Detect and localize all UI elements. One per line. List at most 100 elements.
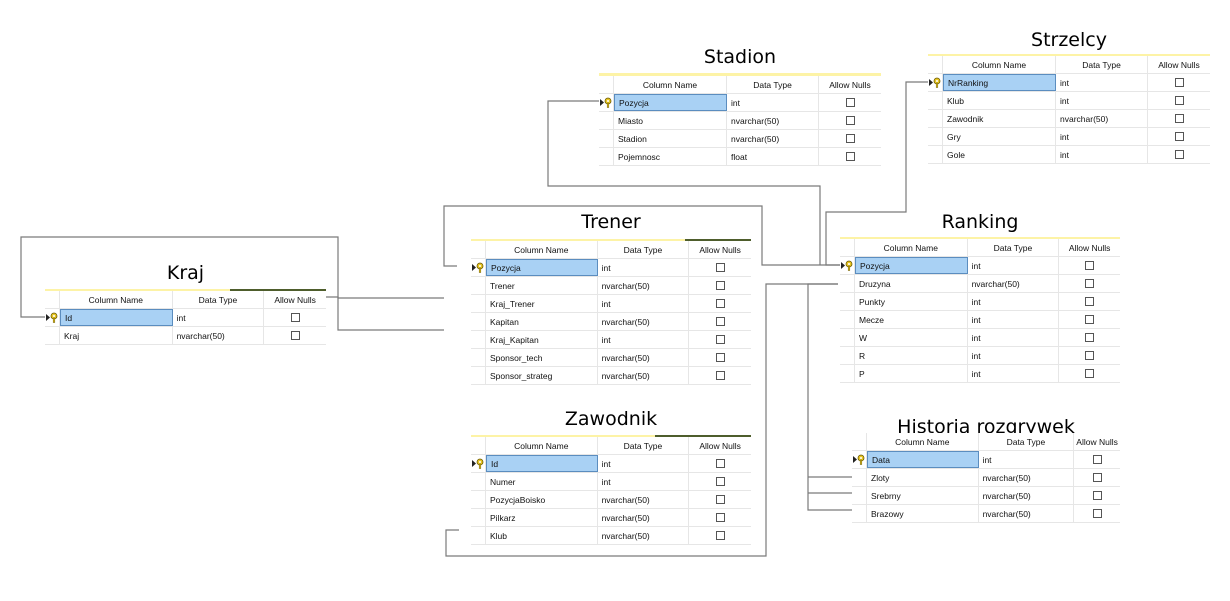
row-selector[interactable] bbox=[471, 331, 486, 348]
data-type-cell[interactable]: nvarchar(50) bbox=[598, 491, 690, 508]
allow-nulls-checkbox[interactable] bbox=[1092, 473, 1102, 482]
data-type-cell[interactable]: nvarchar(50) bbox=[598, 509, 690, 526]
column-name-cell[interactable]: Id bbox=[60, 309, 173, 326]
column-name-cell[interactable]: Gry bbox=[943, 128, 1056, 145]
data-type-cell[interactable]: int bbox=[1056, 128, 1148, 145]
data-type-cell[interactable]: nvarchar(50) bbox=[727, 112, 819, 129]
column-name-cell[interactable]: Stadion bbox=[614, 130, 727, 147]
data-type-cell[interactable]: int bbox=[1056, 146, 1148, 163]
row-selector[interactable] bbox=[928, 128, 943, 145]
column-name-cell[interactable]: Srebrny bbox=[867, 487, 979, 504]
allow-nulls-checkbox[interactable] bbox=[1085, 351, 1095, 360]
row-selector[interactable] bbox=[471, 491, 486, 508]
data-type-cell[interactable]: int bbox=[979, 451, 1075, 468]
row-selector[interactable] bbox=[928, 110, 943, 127]
column-name-cell[interactable]: Mecze bbox=[855, 311, 968, 328]
data-type-cell[interactable]: nvarchar(50) bbox=[598, 313, 690, 330]
allow-nulls-checkbox[interactable] bbox=[1085, 297, 1095, 306]
allow-nulls-checkbox[interactable] bbox=[290, 331, 300, 340]
row-selector[interactable] bbox=[840, 311, 855, 328]
row-selector[interactable] bbox=[852, 487, 867, 504]
allow-nulls-checkbox[interactable] bbox=[1085, 333, 1095, 342]
data-type-cell[interactable]: int bbox=[968, 347, 1060, 364]
allow-nulls-checkbox[interactable] bbox=[715, 335, 725, 344]
row-selector[interactable] bbox=[471, 349, 486, 366]
column-name-cell[interactable]: PozycjaBoisko bbox=[486, 491, 598, 508]
column-name-cell[interactable]: Data bbox=[867, 451, 979, 468]
data-type-cell[interactable]: nvarchar(50) bbox=[1056, 110, 1148, 127]
allow-nulls-checkbox[interactable] bbox=[715, 531, 725, 540]
allow-nulls-checkbox[interactable] bbox=[715, 495, 725, 504]
data-type-cell[interactable]: int bbox=[968, 257, 1060, 274]
row-selector[interactable] bbox=[840, 293, 855, 310]
row-selector[interactable] bbox=[45, 327, 60, 344]
data-type-cell[interactable]: int bbox=[968, 293, 1060, 310]
row-selector[interactable] bbox=[471, 455, 486, 472]
data-type-cell[interactable]: int bbox=[598, 473, 690, 490]
row-selector[interactable] bbox=[45, 309, 60, 326]
column-name-cell[interactable]: Pilkarz bbox=[486, 509, 598, 526]
allow-nulls-checkbox[interactable] bbox=[290, 313, 300, 322]
row-selector[interactable] bbox=[840, 347, 855, 364]
allow-nulls-checkbox[interactable] bbox=[845, 134, 855, 143]
allow-nulls-checkbox[interactable] bbox=[1174, 96, 1184, 105]
row-selector[interactable] bbox=[852, 469, 867, 486]
column-name-cell[interactable]: Punkty bbox=[855, 293, 968, 310]
row-selector[interactable] bbox=[599, 112, 614, 129]
row-selector[interactable] bbox=[471, 295, 486, 312]
allow-nulls-checkbox[interactable] bbox=[1174, 132, 1184, 141]
column-name-cell[interactable]: Klub bbox=[943, 92, 1056, 109]
data-type-cell[interactable]: int bbox=[968, 329, 1060, 346]
row-selector[interactable] bbox=[840, 365, 855, 382]
data-type-cell[interactable]: nvarchar(50) bbox=[979, 469, 1075, 486]
column-name-cell[interactable]: Pozycja bbox=[855, 257, 968, 274]
column-name-cell[interactable]: Kapitan bbox=[486, 313, 598, 330]
row-selector[interactable] bbox=[928, 74, 943, 91]
data-type-cell[interactable]: nvarchar(50) bbox=[979, 505, 1075, 522]
data-type-cell[interactable]: int bbox=[173, 309, 265, 326]
allow-nulls-checkbox[interactable] bbox=[715, 299, 725, 308]
allow-nulls-checkbox[interactable] bbox=[845, 98, 855, 107]
allow-nulls-checkbox[interactable] bbox=[1174, 150, 1184, 159]
data-type-cell[interactable]: float bbox=[727, 148, 819, 165]
allow-nulls-checkbox[interactable] bbox=[845, 116, 855, 125]
column-name-cell[interactable]: Zloty bbox=[867, 469, 979, 486]
data-type-cell[interactable]: nvarchar(50) bbox=[979, 487, 1075, 504]
allow-nulls-checkbox[interactable] bbox=[715, 459, 725, 468]
allow-nulls-checkbox[interactable] bbox=[715, 263, 725, 272]
allow-nulls-checkbox[interactable] bbox=[845, 152, 855, 161]
column-name-cell[interactable]: Sponsor_strateg bbox=[486, 367, 598, 384]
column-name-cell[interactable]: Klub bbox=[486, 527, 598, 544]
data-type-cell[interactable]: int bbox=[598, 259, 690, 276]
column-name-cell[interactable]: R bbox=[855, 347, 968, 364]
data-type-cell[interactable]: int bbox=[968, 365, 1060, 382]
column-name-cell[interactable]: Kraj_Trener bbox=[486, 295, 598, 312]
row-selector[interactable] bbox=[471, 259, 486, 276]
row-selector[interactable] bbox=[599, 130, 614, 147]
column-name-cell[interactable]: Pozycja bbox=[486, 259, 598, 276]
data-type-cell[interactable]: int bbox=[727, 94, 819, 111]
row-selector[interactable] bbox=[471, 277, 486, 294]
column-name-cell[interactable]: Brazowy bbox=[867, 505, 979, 522]
data-type-cell[interactable]: int bbox=[598, 295, 690, 312]
row-selector[interactable] bbox=[471, 313, 486, 330]
allow-nulls-checkbox[interactable] bbox=[715, 353, 725, 362]
row-selector[interactable] bbox=[471, 473, 486, 490]
